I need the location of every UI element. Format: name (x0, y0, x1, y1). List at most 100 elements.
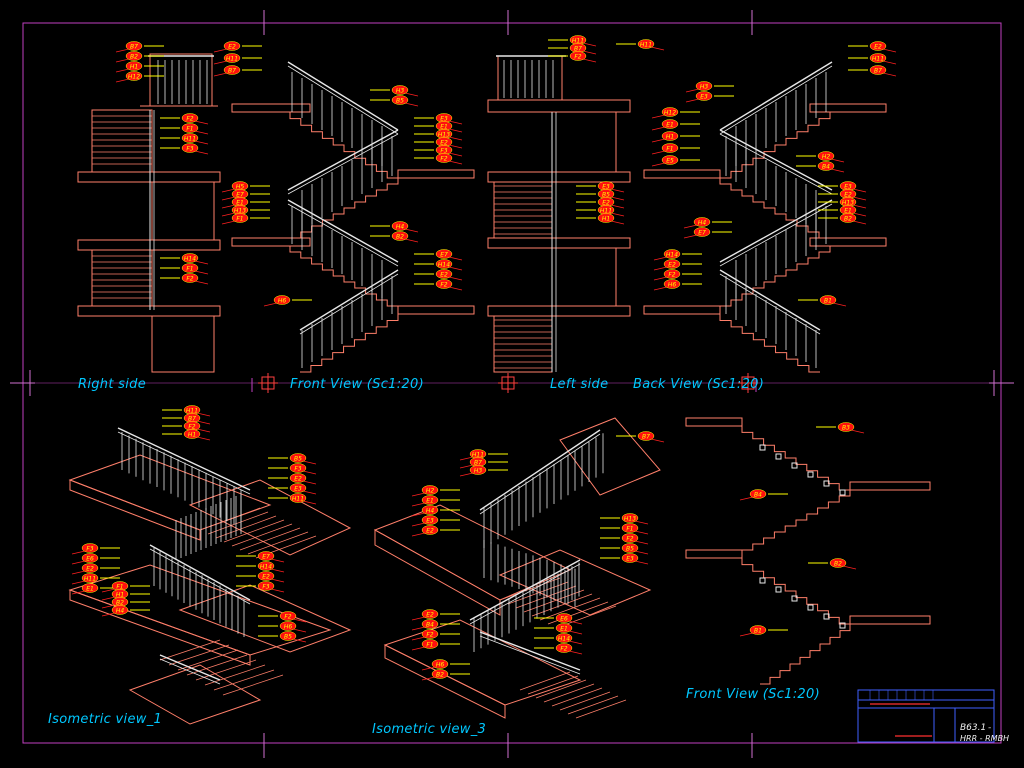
callout-tag: H12 (651, 107, 700, 119)
tag-bubble (289, 463, 307, 473)
tag-label: B5 (294, 456, 302, 463)
tag-bubble (421, 609, 439, 619)
stair-flight (300, 314, 399, 373)
callout-tag: E5 (651, 155, 700, 167)
callout-tag: F2 (162, 421, 211, 433)
stair-block (91, 109, 153, 173)
tag-label: F1 (426, 642, 433, 649)
tag-label: B7 (188, 416, 196, 423)
view-label-back-view: Back View (Sc1:20) (633, 377, 765, 392)
landing-slab (487, 99, 631, 113)
tag-bubble (257, 561, 275, 571)
handrail (719, 129, 833, 191)
handrail (479, 429, 601, 511)
callout-tag: B7 (616, 431, 665, 443)
tag-label: E1 (844, 208, 852, 215)
stair-block (91, 249, 153, 307)
landing-slab (849, 615, 931, 625)
tag-bubble (569, 51, 587, 61)
callout-tag: H11 (576, 205, 625, 217)
tag-bubble (817, 161, 835, 171)
tag-bubble (289, 493, 307, 503)
landing-slab (397, 305, 475, 315)
iso-step (575, 699, 627, 719)
tag-label: B1 (754, 628, 762, 635)
title-block (857, 689, 995, 743)
callout-tag: H6 (653, 279, 702, 291)
tag-label: E7 (440, 252, 448, 259)
tag-label: H11 (84, 576, 96, 583)
callout-tag: E3 (818, 181, 867, 193)
railing-geometry (117, 55, 846, 685)
tag-bubble (661, 119, 679, 129)
callout-tag: E2 (818, 189, 867, 201)
callout-tag: H4 (411, 505, 460, 517)
handrail (117, 431, 251, 495)
callout-tags: B7B2H1H12F2F1H11F3H14F1F2E2H11B7H3B5E3E1… (71, 35, 897, 681)
tag-bubble (289, 483, 307, 493)
callout-tag: B5 (268, 453, 317, 465)
handrail (287, 203, 399, 267)
tag-label: E5 (666, 158, 674, 165)
tag-bubble (621, 523, 639, 533)
iso-step (223, 519, 285, 543)
tag-bubble (181, 133, 199, 143)
tag-bubble (81, 563, 99, 573)
tag-bubble (421, 515, 439, 525)
callout-tag: H11 (162, 405, 211, 417)
callout-tag: H4 (683, 217, 732, 229)
iso-landing-edge (384, 644, 506, 719)
callout-tag: F1 (651, 143, 700, 155)
tag-label: F1 (626, 526, 633, 533)
tag-label: B5 (284, 634, 292, 641)
callout-tag: B5 (576, 189, 625, 201)
iso-step (199, 507, 261, 531)
tag-label: B4 (754, 492, 762, 499)
callout-tag: H12 (115, 71, 164, 83)
tag-label: H3 (700, 84, 709, 91)
tag-bubble (661, 131, 679, 141)
tag-label: F2 (626, 536, 633, 543)
callout-tag: H4 (370, 221, 419, 233)
view-label-isometric-1: Isometric view_1 (48, 712, 163, 727)
callout-tag: F2 (600, 533, 649, 545)
tag-bubble (435, 249, 453, 259)
tag-bubble (391, 95, 409, 105)
tag-label: H11 (600, 208, 612, 215)
tag-label: E1 (236, 200, 244, 207)
tag-label: F3 (262, 584, 269, 591)
tag-label: B5 (626, 546, 634, 553)
stair-flight (289, 112, 398, 179)
tag-label: B2 (436, 672, 444, 679)
callout-tag: B2 (370, 231, 419, 243)
tag-bubble (125, 71, 143, 81)
tag-bubble (181, 143, 199, 153)
callout-tag: B1 (798, 295, 847, 307)
tag-label: H13 (842, 200, 854, 207)
tag-label: F1 (186, 126, 193, 133)
tag-label: H11 (572, 38, 584, 45)
callout-tag: B7 (848, 65, 897, 77)
tag-label: E1 (426, 498, 434, 505)
callout-tag: F2 (160, 113, 209, 125)
tag-label: H5 (236, 184, 245, 191)
tag-label: E2 (874, 44, 882, 51)
landing-slab (231, 103, 311, 113)
tag-bubble (819, 295, 837, 305)
callout-tag: B7 (459, 457, 508, 469)
tag-label: B2 (116, 600, 124, 607)
tag-label: F2 (186, 276, 193, 283)
handrail (719, 203, 833, 267)
tag-label: H11 (640, 42, 652, 49)
tag-bubble (555, 613, 573, 623)
landing-slab (809, 237, 887, 247)
iso-step (231, 523, 293, 547)
tag-bubble (279, 611, 297, 621)
tag-label: H1 (666, 134, 674, 141)
callout-tag: H1 (115, 61, 164, 73)
callout-tag: E2 (653, 259, 702, 271)
tag-label: H6 (284, 624, 293, 631)
tag-label: H11 (226, 56, 238, 63)
post-base (823, 613, 830, 620)
